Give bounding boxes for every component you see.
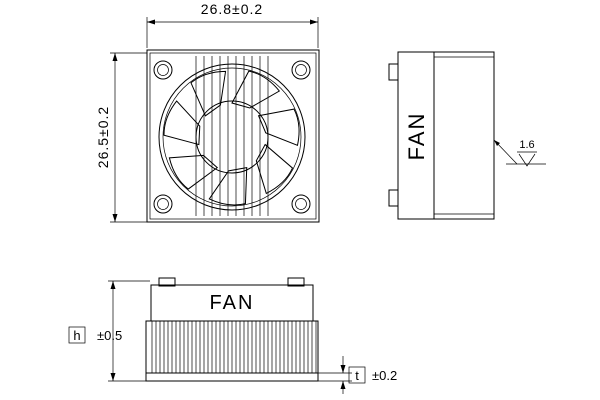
front-clip-right	[287, 277, 305, 287]
heatsink-fin	[207, 320, 213, 374]
fan-blade	[257, 108, 300, 147]
heatsink-fin	[223, 320, 229, 374]
heatsink-fin	[247, 320, 253, 374]
side-clip-top	[388, 63, 399, 81]
top-view: 26.8±0.2 26.5±0.2	[95, 1, 320, 223]
width-dimension: 26.8±0.2	[146, 1, 319, 48]
fan-blade	[255, 143, 294, 195]
height-dim-label: 26.5±0.2	[95, 106, 111, 168]
heatsink-fin	[175, 320, 181, 374]
frame-outline	[146, 49, 320, 223]
heatsink-fin	[215, 320, 221, 374]
fan-outer-ring	[158, 63, 306, 211]
fan-blade	[190, 70, 227, 117]
fins-front	[151, 320, 317, 374]
front-view: h ±0.5 FAN t ±0.2	[68, 277, 397, 394]
fins-top	[195, 56, 269, 216]
roughness-symbol: 1.6	[493, 139, 546, 167]
width-dim-label: 26.8±0.2	[201, 1, 263, 17]
heatsink-fin	[159, 320, 165, 374]
heatsink-fin	[311, 320, 317, 374]
side-heatsink-body	[433, 51, 495, 220]
heatsink-fin	[303, 320, 309, 374]
roughness-value: 1.6	[519, 139, 534, 151]
fan-blades	[163, 70, 300, 206]
heatsink-fin	[183, 320, 189, 374]
fan-blade	[163, 100, 201, 146]
side-view: FAN 1.6	[388, 51, 546, 220]
fan-blade	[168, 154, 219, 190]
t-label: t	[355, 368, 359, 383]
heatsink-fin	[239, 320, 245, 374]
front-clip-left	[158, 277, 176, 287]
screw-bottom-right	[291, 194, 311, 214]
t-dimension: t ±0.2	[318, 356, 397, 394]
heatsink-fin	[295, 320, 301, 374]
side-fan-label: FAN	[404, 112, 429, 161]
side-clip-bottom	[388, 189, 399, 207]
heatsink-fin	[255, 320, 261, 374]
heatsink-fin	[263, 320, 269, 374]
height-dimension: 26.5±0.2	[95, 52, 147, 223]
fan-hub	[195, 100, 269, 174]
front-fan-label: FAN	[210, 292, 255, 314]
screw-top-right	[291, 60, 311, 80]
h-tolerance: ±0.5	[97, 328, 122, 343]
h-label: h	[73, 328, 80, 343]
heatsink-fin	[271, 320, 277, 374]
heatsink-fin	[167, 320, 173, 374]
screw-top-left	[153, 60, 173, 80]
heatsink-fin	[199, 320, 205, 374]
heatsink-fin	[151, 320, 157, 374]
fan-blade	[208, 167, 248, 206]
fan-blade	[231, 70, 281, 109]
h-dimension: h ±0.5	[68, 280, 150, 382]
screw-bottom-left	[153, 194, 173, 214]
heatsink-fin	[191, 320, 197, 374]
t-tolerance: ±0.2	[372, 368, 397, 383]
heatsink-fin	[231, 320, 237, 374]
heatsink-fin	[287, 320, 293, 374]
heatsink-fin	[279, 320, 285, 374]
